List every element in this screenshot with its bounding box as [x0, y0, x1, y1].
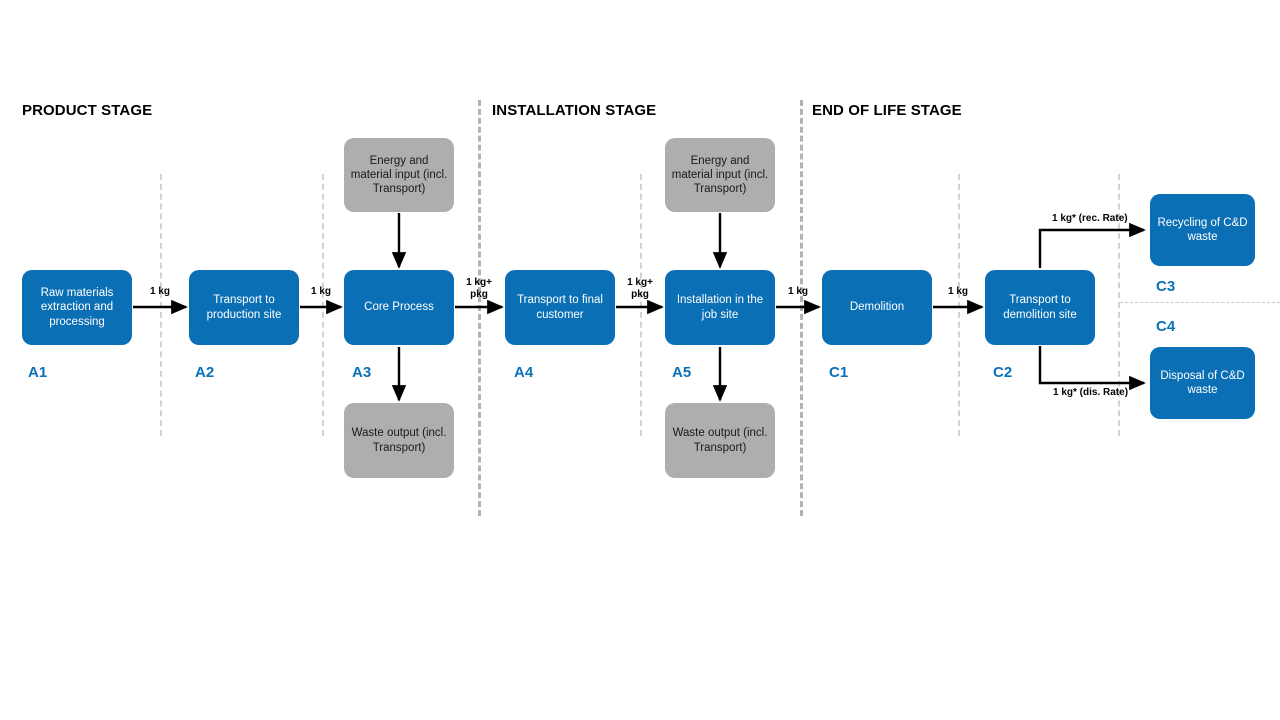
divider-c1-c2 [958, 174, 960, 436]
arrow-c2-c4 [1038, 346, 1146, 391]
flow-label-a2-a3: 1 kg [310, 286, 331, 297]
arrow-c2-c3 [1038, 222, 1146, 268]
stage-header-installation-stage: INSTALLATION STAGE [492, 102, 657, 119]
flow-label-a5-c1: 1 kg [787, 286, 808, 297]
flow-label-a3-a4: 1 kg+ pkg [466, 277, 492, 300]
box-c4-disposal-cd-waste[interactable]: Disposal of C&D waste [1150, 347, 1255, 419]
box-a2-transport-production[interactable]: Transport to production site [189, 270, 299, 345]
flow-label-a1-a2: 1 kg [149, 286, 170, 297]
divider-installation-endoflife [800, 100, 803, 516]
box-a4-transport-final-customer[interactable]: Transport to final customer [505, 270, 615, 345]
divider-product-installation [478, 100, 481, 516]
stage-header-end-of-life-stage: END OF LIFE STAGE [812, 102, 962, 119]
divider-a2-a3 [322, 174, 324, 436]
module-code-a3: A3 [352, 364, 372, 381]
flow-label-a4-a5: 1 kg+ pkg [627, 277, 653, 300]
divider-c3-c4 [1120, 302, 1280, 303]
module-code-c4: C4 [1156, 318, 1176, 335]
divider-a4-a5 [640, 174, 642, 436]
box-a3-core-process[interactable]: Core Process [344, 270, 454, 345]
box-a1-raw-materials[interactable]: Raw materials extraction and processing [22, 270, 132, 345]
box-waste-output-a3[interactable]: Waste output (incl. Transport) [344, 403, 454, 478]
module-code-c2: C2 [993, 364, 1013, 381]
stage-header-product-stage: PRODUCT STAGE [22, 102, 153, 119]
box-waste-output-a5[interactable]: Waste output (incl. Transport) [665, 403, 775, 478]
box-c3-recycling-cd-waste[interactable]: Recycling of C&D waste [1150, 194, 1255, 266]
module-code-c1: C1 [829, 364, 849, 381]
flow-label-c1-c2: 1 kg [947, 286, 968, 297]
flow-label-c2-c3: 1 kg* (rec. Rate) [1052, 213, 1128, 224]
module-code-a4: A4 [514, 364, 534, 381]
divider-c2-c34 [1118, 174, 1120, 436]
box-energy-material-input-a5[interactable]: Energy and material input (incl. Transpo… [665, 138, 775, 212]
divider-a1-a2 [160, 174, 162, 436]
module-code-c3: C3 [1156, 278, 1176, 295]
box-a5-installation-job-site[interactable]: Installation in the job site [665, 270, 775, 345]
box-c1-demolition[interactable]: Demolition [822, 270, 932, 345]
module-code-a5: A5 [672, 364, 692, 381]
box-c2-transport-demolition-site[interactable]: Transport to demolition site [985, 270, 1095, 345]
box-energy-material-input-a3[interactable]: Energy and material input (incl. Transpo… [344, 138, 454, 212]
module-code-a2: A2 [195, 364, 215, 381]
flow-label-c2-c4: 1 kg* (dis. Rate) [1053, 387, 1129, 398]
module-code-a1: A1 [28, 364, 48, 381]
